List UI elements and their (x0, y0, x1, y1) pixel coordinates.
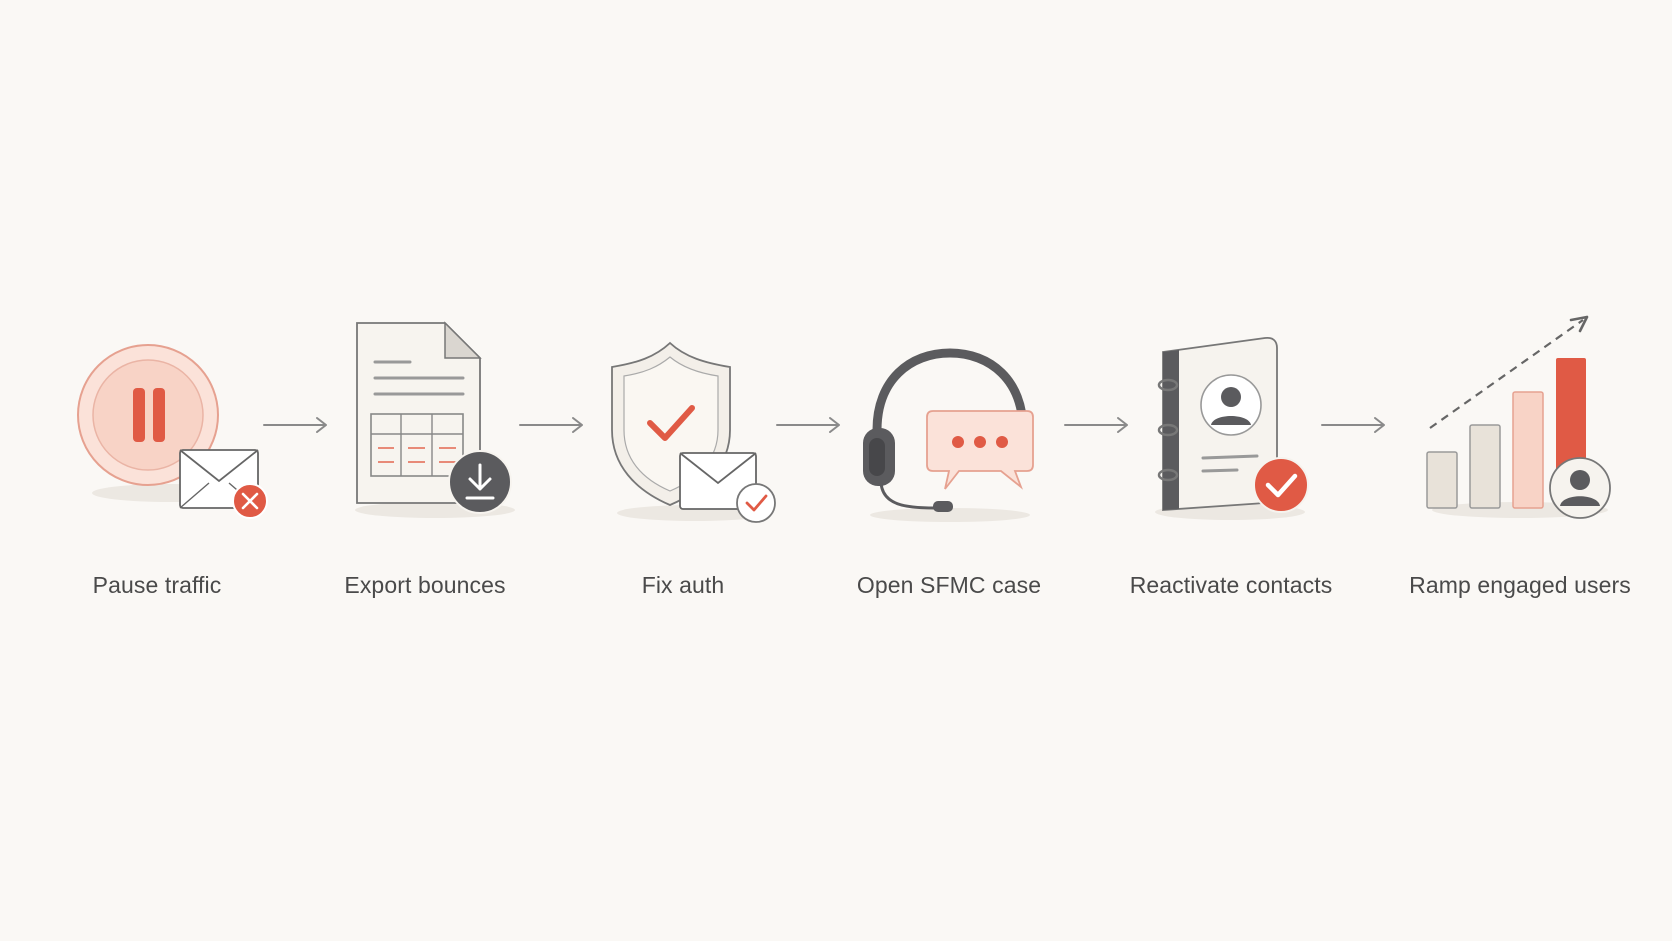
step-label-export-bounces: Export bounces (344, 572, 506, 598)
flow-arrow-3 (776, 417, 840, 433)
headset-chat-icon (863, 348, 1034, 522)
flow-arrow-4 (1064, 417, 1128, 433)
step-label-reactivate-contacts: Reactivate contacts (1129, 572, 1333, 598)
contact-book-check-icon (1155, 336, 1309, 520)
step-label-pause-traffic: Pause traffic (92, 572, 222, 598)
step-label-ramp-engaged-users: Ramp engaged users (1409, 572, 1631, 598)
step-label-fix-auth: Fix auth (641, 572, 725, 598)
spreadsheet-download-icon (355, 321, 515, 518)
shield-check-mail-icon (611, 341, 776, 523)
flow-arrow-2 (519, 417, 583, 433)
flow-arrow-5 (1321, 417, 1385, 433)
pause-with-blocked-mail-icon (77, 344, 268, 519)
step-label-open-sfmc-case: Open SFMC case (856, 572, 1042, 598)
flow-arrow-1 (263, 417, 327, 433)
growth-chart-user-icon (1426, 315, 1611, 519)
